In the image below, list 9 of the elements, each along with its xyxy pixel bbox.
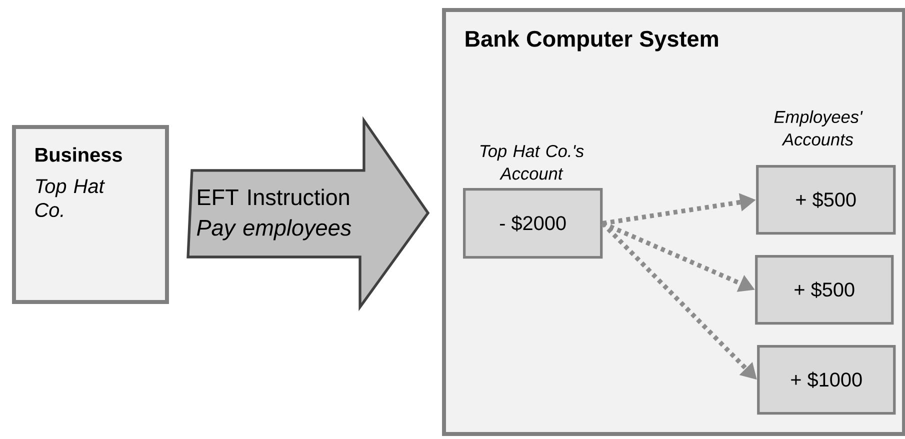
business-box: Business Top Hat Co. <box>12 124 169 304</box>
account-box: - $2000 <box>463 188 603 259</box>
column-heading: Employees' Accounts <box>774 110 863 146</box>
block-arrow <box>186 116 430 312</box>
account-caption: Top Hat Co.'s Account <box>480 144 584 180</box>
account-box: + $500 <box>755 254 894 325</box>
account-box: + $500 <box>756 164 896 235</box>
arrow-label: EFT Instruction Pay employees <box>196 188 352 240</box>
account-box: + $1000 <box>757 345 896 415</box>
